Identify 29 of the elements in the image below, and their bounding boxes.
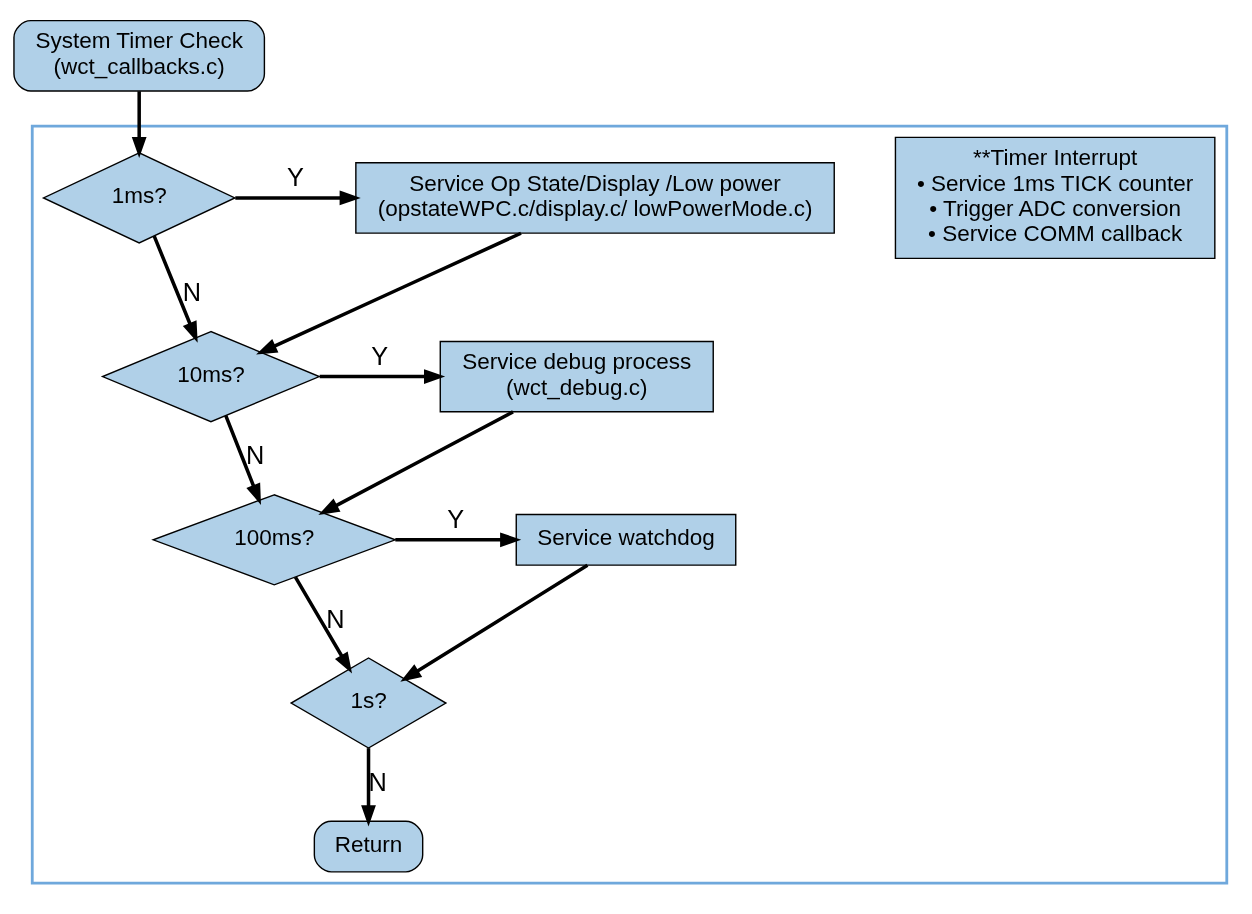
node-diamond: 1ms? <box>41 151 237 244</box>
node-box: Return <box>313 820 424 873</box>
node-box: System Timer Check (wct_callbacks.c) <box>13 19 266 92</box>
edge-label: N <box>182 277 202 306</box>
node-diamond: 1s? <box>289 656 448 749</box>
arrow <box>319 368 446 384</box>
arrow <box>152 235 198 343</box>
edge-label: N <box>246 440 265 469</box>
arrow <box>256 231 522 354</box>
node-box: Service Op State/Display /Low power (opstateWPC.c/display.c/ lowPowerMode.c) <box>355 161 835 234</box>
node-diamond: 10ms? <box>100 330 322 422</box>
node-box: Service debug process (wct_debug.c) <box>439 340 714 412</box>
edge-label: Y <box>447 504 465 533</box>
arrow <box>293 575 353 674</box>
arrow <box>395 531 522 547</box>
node-diamond: 100ms? <box>151 493 398 586</box>
edge-label: N <box>368 767 387 796</box>
edge-label: Y <box>371 341 389 369</box>
cluster <box>30 124 1229 885</box>
arrow <box>318 409 514 515</box>
arrow <box>131 90 147 158</box>
arrow <box>400 563 589 682</box>
edge-label: N <box>326 604 345 633</box>
node-box: **Timer Interrupt • Service 1ms TICK counter • Trigger ADC conversion • Service COMM callback <box>894 136 1216 259</box>
arrow <box>235 190 361 205</box>
edge-label: Y <box>286 162 304 191</box>
arrow <box>361 747 376 826</box>
arrow <box>224 414 261 505</box>
node-box: Service watchdog <box>515 513 737 566</box>
